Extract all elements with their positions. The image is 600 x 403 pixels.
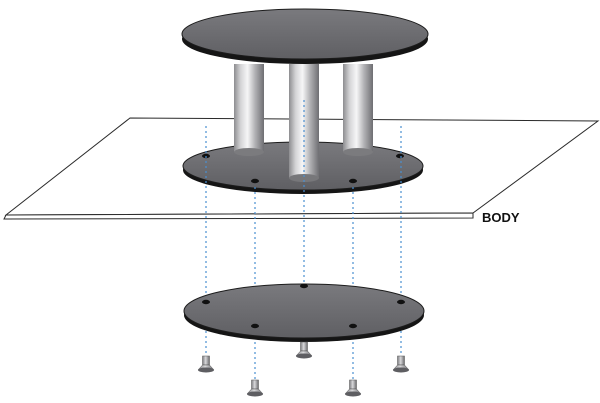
screw bbox=[197, 355, 215, 373]
hole bbox=[251, 323, 259, 329]
screw bbox=[246, 379, 264, 397]
hole bbox=[396, 153, 404, 159]
hole bbox=[202, 299, 210, 305]
screws bbox=[197, 341, 410, 397]
hole bbox=[349, 323, 357, 329]
hole bbox=[300, 283, 308, 289]
body-label: BODY bbox=[482, 210, 520, 225]
hole bbox=[349, 178, 357, 184]
rod-right bbox=[343, 64, 373, 156]
standoff-rods bbox=[234, 64, 373, 182]
screw bbox=[295, 341, 313, 359]
screw bbox=[344, 379, 362, 397]
hole bbox=[251, 178, 259, 184]
bottom-plate bbox=[183, 283, 425, 342]
rod-left bbox=[234, 64, 264, 156]
screw bbox=[392, 355, 410, 373]
hole bbox=[397, 299, 405, 305]
rod-center bbox=[289, 64, 319, 182]
top-plate bbox=[181, 8, 429, 64]
